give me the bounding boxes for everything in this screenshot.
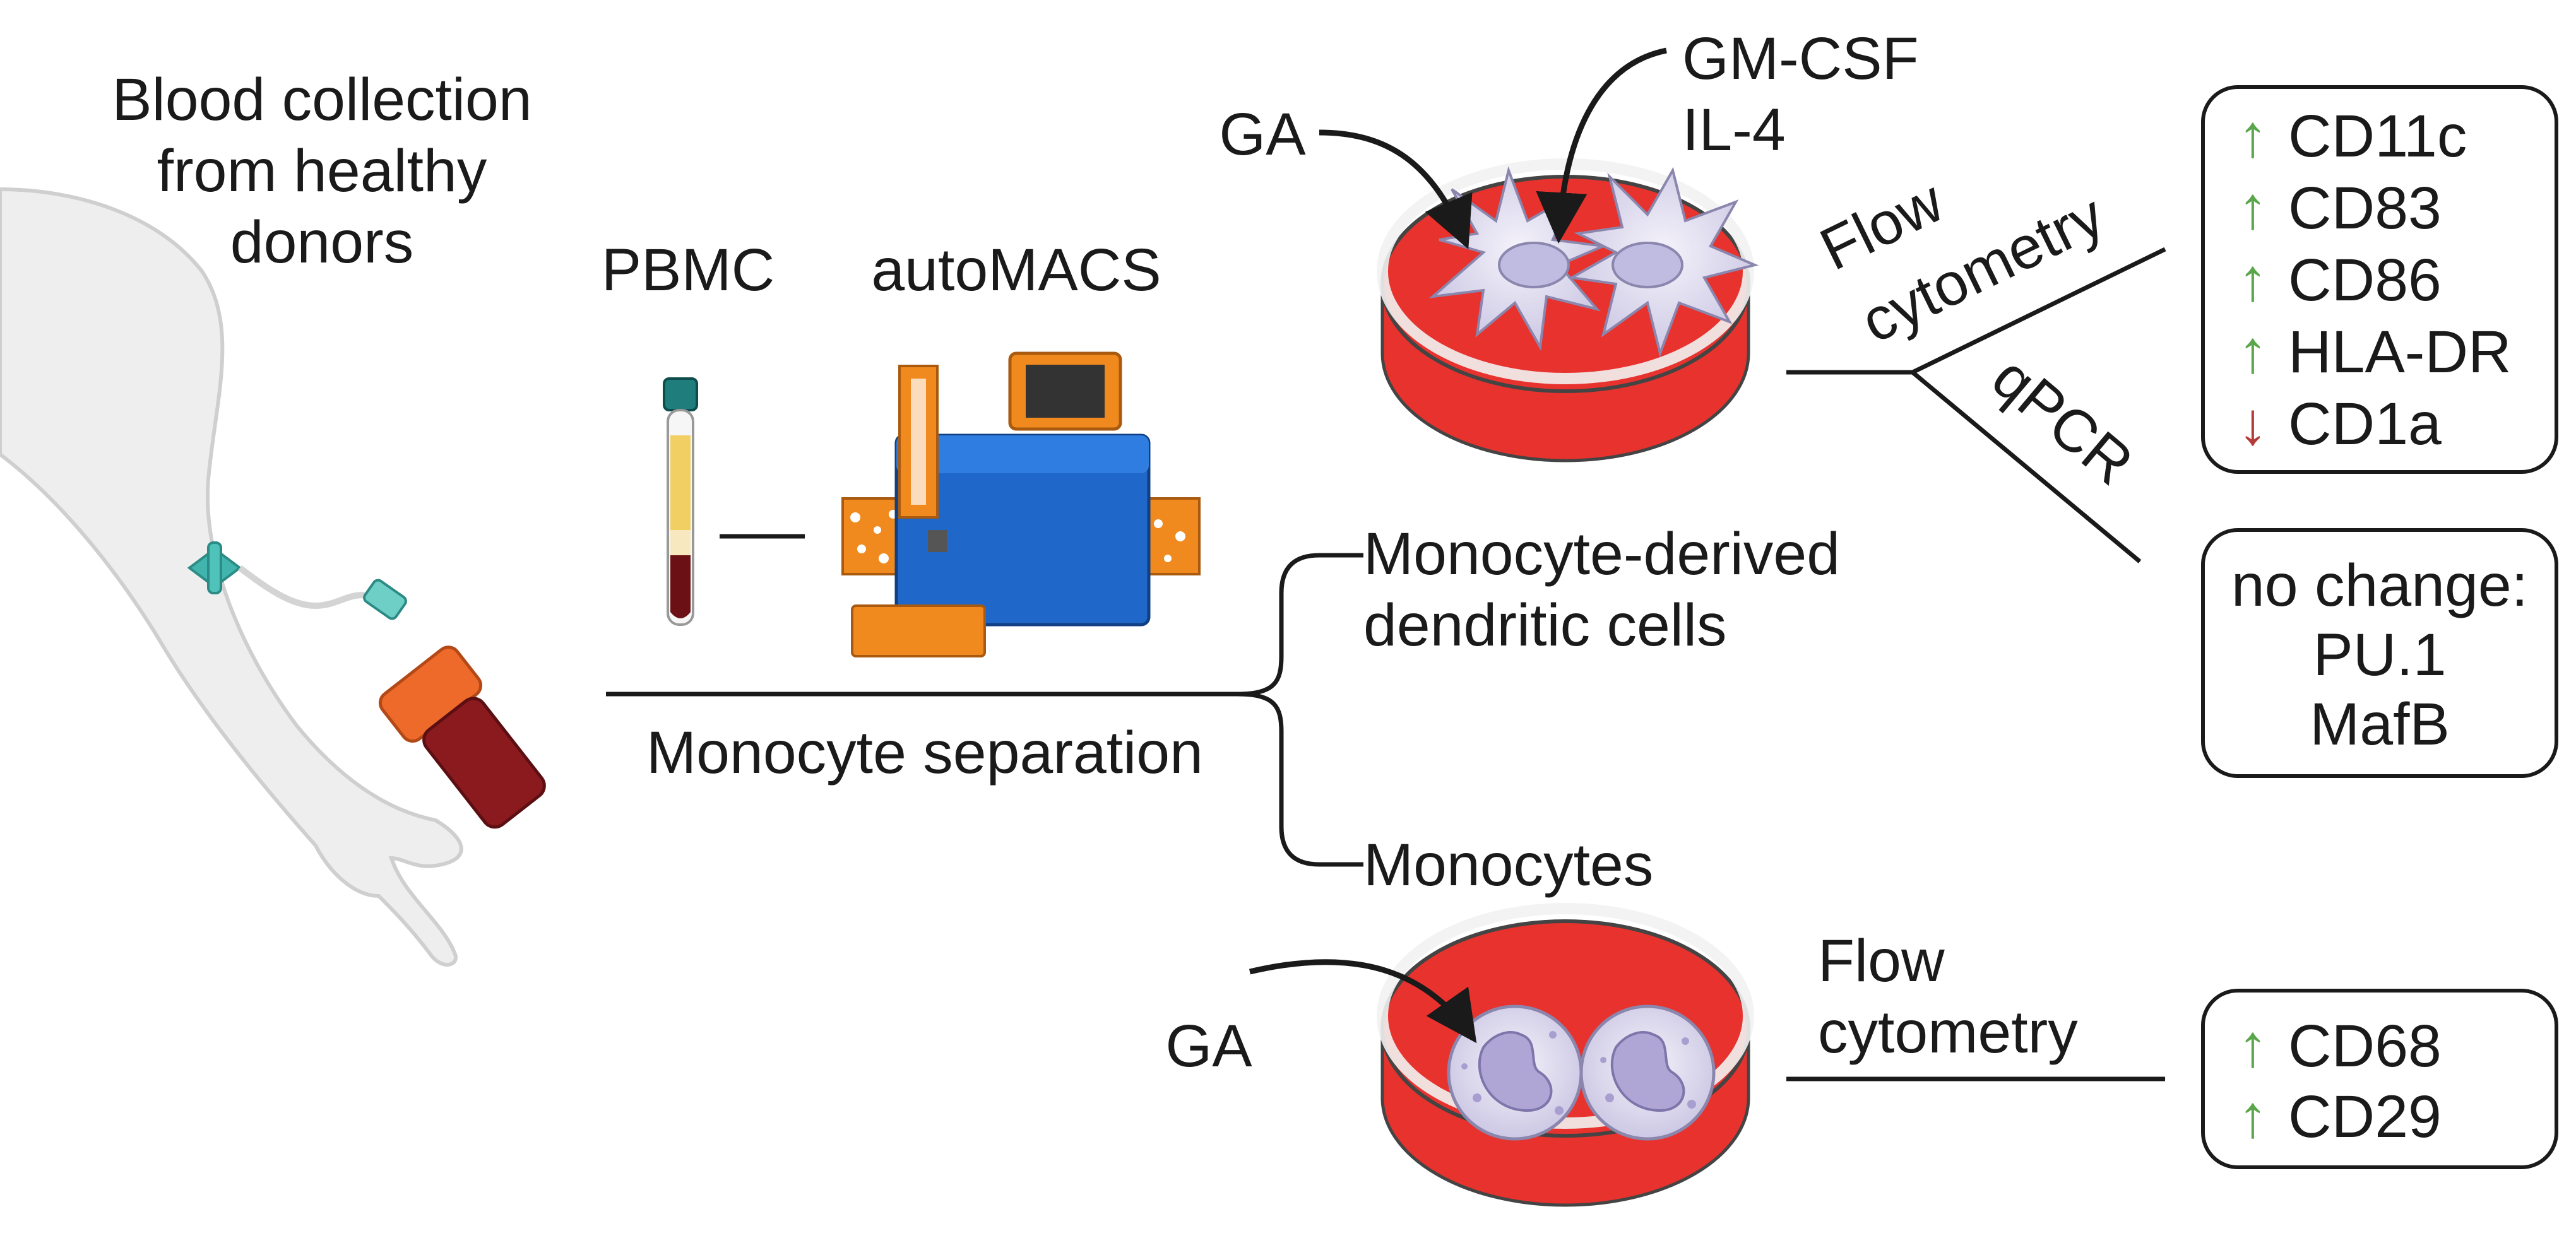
blood-collection-line-3: donors bbox=[230, 209, 413, 276]
arm-illustration bbox=[0, 187, 546, 967]
cytokine-arrow bbox=[1536, 47, 1667, 244]
marker-hla-dr: HLA-DR bbox=[2288, 319, 2512, 386]
dc-qpcr-arrow bbox=[1911, 370, 2142, 563]
up-arrow-icon: ↑ bbox=[2238, 319, 2268, 386]
ga-arrow-top bbox=[1319, 129, 1473, 249]
flow-bottom-line-2: cytometry bbox=[1818, 999, 2078, 1066]
ga-label-bottom: GA bbox=[1165, 1013, 1252, 1080]
separation-bracket-lower bbox=[1237, 692, 1363, 867]
marker-cd68: CD68 bbox=[2288, 1013, 2442, 1080]
marker-cd11c: CD11c bbox=[2288, 103, 2467, 170]
dc-qpcr-results-box bbox=[2201, 528, 2558, 778]
blood-collection-line-2: from healthy bbox=[157, 138, 487, 204]
mono-flow-results-box bbox=[2201, 989, 2558, 1169]
cytokine-label-line-1: GM-CSF bbox=[1682, 25, 1919, 92]
marker-cd86: CD86 bbox=[2288, 247, 2442, 314]
monocyte-separation-label: Monocyte separation bbox=[646, 719, 1203, 786]
marker-cd29: CD29 bbox=[2288, 1083, 2442, 1150]
separation-bracket-upper bbox=[606, 553, 1363, 697]
up-arrow-icon: ↑ bbox=[2238, 1083, 2268, 1150]
marker-cd1a: CD1a bbox=[2288, 391, 2442, 457]
modc-label-line-1: Monocyte-derived bbox=[1363, 521, 1840, 587]
modc-label-line-2: dendritic cells bbox=[1363, 592, 1727, 659]
down-arrow-icon: ↓ bbox=[2238, 391, 2268, 457]
monocytes-label: Monocytes bbox=[1363, 832, 1653, 898]
dc-flow-results-box bbox=[2201, 85, 2558, 474]
flow-bottom-line-1: Flow bbox=[1818, 928, 1945, 994]
up-arrow-icon: ↑ bbox=[2238, 247, 2268, 314]
automacs-label: autoMACS bbox=[871, 237, 1161, 303]
cytokine-label-line-2: IL-4 bbox=[1682, 97, 1786, 163]
qpcr-result-line-1: no change: bbox=[2231, 552, 2528, 619]
dc-flow-results: ↑ CD11c ↑ CD83 ↑ CD86 ↑ HLA-DR ↓ CD1a bbox=[2238, 103, 2512, 457]
blood-collection-line-1: Blood collection bbox=[112, 66, 531, 133]
up-arrow-icon: ↑ bbox=[2238, 175, 2268, 242]
mono-flow-results: ↑ CD68 ↑ CD29 bbox=[2238, 1013, 2442, 1150]
qpcr-label: qPCR bbox=[1980, 344, 2146, 498]
qpcr-result-line-2: PU.1 bbox=[2313, 622, 2446, 688]
pbmc-tube bbox=[663, 377, 698, 626]
petri-dish-dendritic-cells bbox=[1377, 158, 1759, 462]
pbmc-label: PBMC bbox=[602, 237, 775, 303]
dc-flow-arrow bbox=[1911, 247, 2166, 375]
up-arrow-icon: ↑ bbox=[2238, 103, 2268, 170]
petri-dish-monocytes bbox=[1377, 903, 1754, 1207]
up-arrow-icon: ↑ bbox=[2238, 1013, 2268, 1080]
ga-label-top: GA bbox=[1219, 101, 1306, 168]
ga-arrow-bottom bbox=[1249, 959, 1477, 1044]
qpcr-result-line-3: MafB bbox=[2310, 691, 2450, 758]
marker-cd83: CD83 bbox=[2288, 175, 2442, 242]
automacs-machine bbox=[841, 351, 1201, 657]
